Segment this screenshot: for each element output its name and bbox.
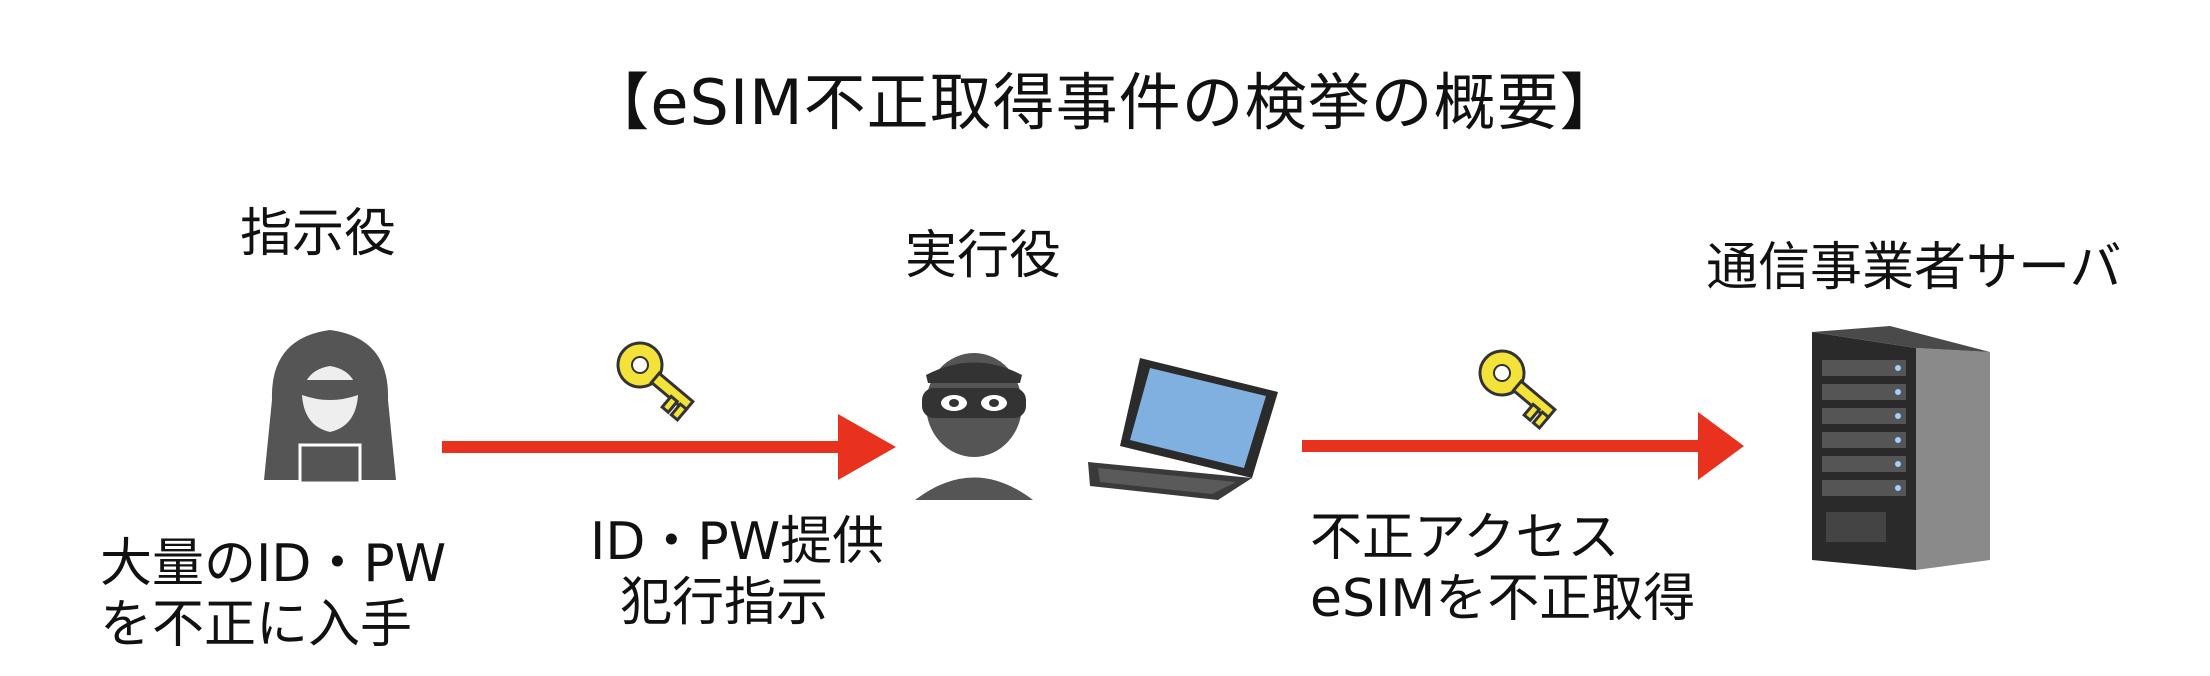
executor-label: 実行役: [905, 226, 1062, 286]
instructor-label: 指示役: [240, 204, 397, 264]
arrow-instructor-to-executor: [442, 414, 896, 480]
server-rack-icon: [1812, 326, 1990, 570]
handoff-description-line-2: 犯行指示: [620, 573, 829, 634]
instructor-description-line-2: を不正に入手: [100, 595, 413, 656]
server-label: 通信事業者サーバ: [1706, 238, 2122, 298]
handoff-description: ID・PW提供 犯行指示: [590, 512, 884, 635]
masked-thief-icon: [915, 353, 1033, 500]
handoff-description-line-1: ID・PW提供: [590, 512, 885, 572]
key-icon-right: [1478, 349, 1557, 431]
arrow-executor-to-server: [1302, 412, 1744, 480]
key-icon-left: [616, 341, 695, 423]
hooded-hacker-icon: [264, 330, 396, 485]
access-description-line-2: eSIMを不正取得: [1310, 569, 1696, 630]
diagram-title: 【eSIM不正取得事件の検挙の概要】: [587, 66, 1623, 139]
access-description: 不正アクセス eSIMを不正取得: [1310, 508, 1695, 631]
laptop-icon: [1088, 358, 1278, 500]
instructor-description-line-1: 大量のID・PW: [100, 534, 447, 594]
access-description-line-1: 不正アクセス: [1310, 508, 1620, 568]
instructor-description: 大量のID・PW を不正に入手: [100, 534, 446, 657]
